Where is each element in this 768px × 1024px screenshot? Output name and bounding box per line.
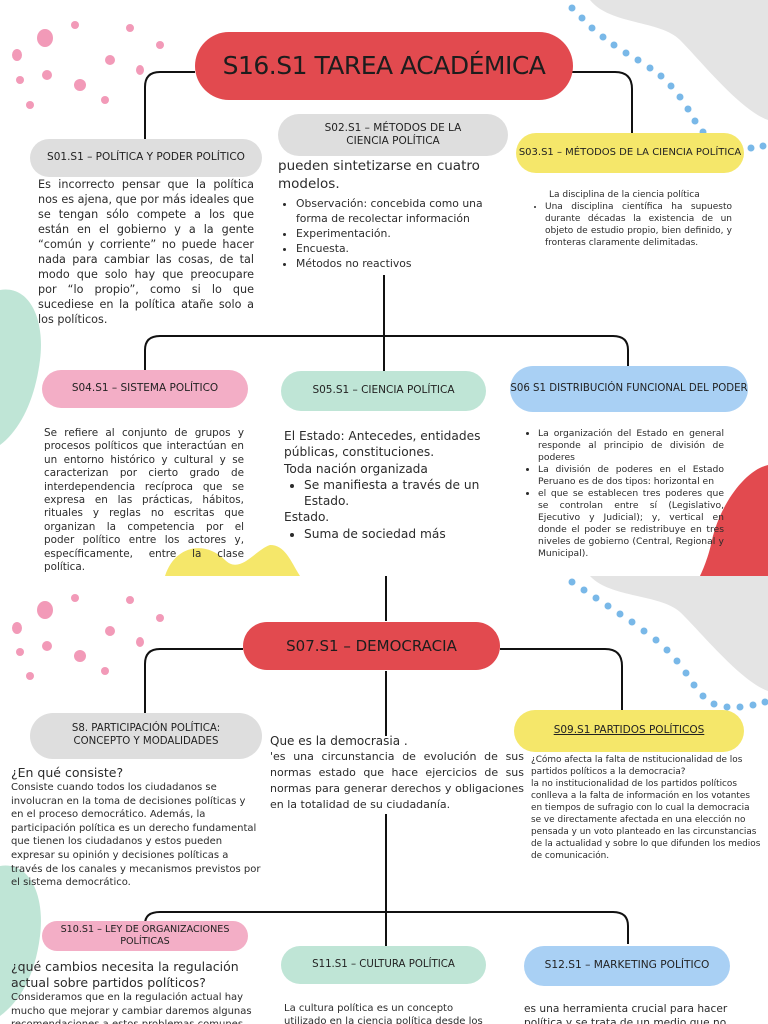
topic-s10-question: ¿qué cambios necesita la regulación actu…	[11, 959, 239, 990]
topic-s03-heading: La disciplina de la ciencia política	[549, 190, 700, 200]
topic-label-s05-text: S05.S1 – CIENCIA POLÍTICA	[312, 384, 455, 397]
topic-body-s01: Es incorrecto pensar que la política nos…	[38, 178, 254, 326]
topic-label-s05: S05.S1 – CIENCIA POLÍTICA	[281, 371, 486, 411]
topic-label-s09: S09.S1 PARTIDOS POLÍTICOS	[514, 710, 744, 752]
topic-s05-list2: Suma de sociedad más	[284, 526, 490, 542]
topic-label-s09-text: S09.S1 PARTIDOS POLÍTICOS	[553, 724, 705, 737]
list-item: Una disciplina científica ha supuesto du…	[545, 201, 732, 249]
topic-body-s09: ¿Cómo afecta la falta de nstitucionalida…	[531, 754, 762, 862]
topic-s05-line1: El Estado: Antecedes, entidades públicas…	[284, 429, 481, 460]
topic-label-s10-text: S10.S1 – LEY DE ORGANIZACIONES POLÍTICAS	[60, 924, 230, 947]
topic-label-s02-text: S02.S1 – MÉTODOS DE LA CIENCIA POLÍTICA	[324, 121, 462, 147]
decorative-background	[0, 576, 768, 1016]
topic-body-s04: Se refiere al conjunto de grupos y proce…	[44, 427, 244, 574]
topic-body-s11: La cultura política es un concepto utili…	[284, 1003, 483, 1024]
topic-label-s11: S11.S1 – CULTURA POLÍTICA	[281, 946, 486, 984]
topic-s05-line3: Estado.	[284, 510, 330, 525]
topic-body-s08: ¿En qué consiste? Consiste cuando todos …	[11, 765, 261, 890]
topic-s02-list: Observación: concebida como una forma de…	[278, 196, 488, 271]
topic-label-s11-text: S11.S1 – CULTURA POLÍTICA	[312, 958, 455, 970]
list-item: el que se establecen tres poderes que se…	[538, 488, 724, 560]
topic-s09-body: la no institucionalidad de los partidos …	[531, 779, 761, 861]
topic-label-s06-text: S06 S1 DISTRIBUCIÓN FUNCIONAL DEL PODER	[510, 382, 748, 394]
topic-body-s10: ¿qué cambios necesita la regulación actu…	[11, 959, 265, 1024]
democracia-question: Que es la democrasia .	[270, 734, 408, 748]
topic-label-s04: S04.S1 – SISTEMA POLÍTICO	[42, 370, 248, 408]
mind-map-panel-1: S16.S1 TAREA ACADÉMICA S01.S1 – POLÍTICA…	[0, 0, 768, 576]
topic-label-s04-text: S04.S1 – SISTEMA POLÍTICO	[71, 382, 219, 395]
topic-s05-line2: Toda nación organizada	[284, 461, 428, 476]
topic-label-s03: S03.S1 – MÉTODOS DE LA CIENCIA POLÍTICA	[516, 133, 744, 173]
topic-label-s12: S12.S1 – MARKETING POLÍTICO	[524, 946, 730, 986]
topic-label-s10: S10.S1 – LEY DE ORGANIZACIONES POLÍTICAS	[42, 921, 248, 951]
topic-s09-question: ¿Cómo afecta la falta de nstitucionalida…	[531, 755, 743, 777]
list-item: Experimentación.	[296, 226, 488, 241]
topic-label-s01: S01.S1 – POLÍTICA Y PODER POLÍTICO	[30, 139, 262, 177]
decorative-background	[0, 0, 768, 576]
topic-s05-list1: Se manifiesta a través de un Estado.	[284, 477, 490, 510]
list-item: Se manifiesta a través de un Estado.	[304, 477, 490, 510]
topic-label-s01-text: S01.S1 – POLÍTICA Y PODER POLÍTICO	[47, 151, 245, 164]
topic-label-s08: S8. PARTICIPACIÓN POLÍTICA: CONCEPTO Y M…	[30, 713, 262, 759]
mind-map-panel-2: S07.S1 – DEMOCRACIA S8. PARTICIPACIÓN PO…	[0, 576, 768, 1024]
page-title-text: S16.S1 TAREA ACADÉMICA	[222, 51, 546, 81]
topic-label-s03-text: S03.S1 – MÉTODOS DE LA CIENCIA POLÍTICA	[518, 146, 742, 158]
topic-body-s12: es una herramienta crucial para hacer po…	[524, 1003, 728, 1024]
topic-s06-list: La organización del Estado en general re…	[526, 428, 724, 560]
connector-lines	[144, 71, 633, 378]
topic-s10-body: Consideramos que en la regulación actual…	[11, 992, 252, 1024]
democracia-body: 'es una circunstancia de evolución de su…	[270, 750, 524, 811]
topic-label-s07-text: S07.S1 – DEMOCRACIA	[286, 636, 457, 655]
page-title: S16.S1 TAREA ACADÉMICA	[195, 32, 573, 100]
topic-label-s06: S06 S1 DISTRIBUCIÓN FUNCIONAL DEL PODER	[510, 366, 748, 412]
list-item: Métodos no reactivos	[296, 256, 488, 271]
topic-label-s08-text: S8. PARTICIPACIÓN POLÍTICA: CONCEPTO Y M…	[71, 723, 221, 747]
topic-body-s03: La disciplina de la ciencia política Una…	[534, 189, 732, 249]
topic-s03-list: Una disciplina científica ha supuesto du…	[534, 201, 732, 249]
list-item: Observación: concebida como una forma de…	[296, 196, 488, 226]
topic-label-s07: S07.S1 – DEMOCRACIA	[243, 622, 500, 670]
topic-s08-body: Consiste cuando todos los ciudadanos se …	[11, 782, 261, 889]
topic-body-s05: El Estado: Antecedes, entidades públicas…	[284, 428, 490, 542]
topic-body-s02: pueden sintetizarse en cuatro modelos. O…	[278, 157, 488, 271]
list-item: Suma de sociedad más	[304, 526, 490, 542]
list-item: Encuesta.	[296, 241, 488, 256]
topic-body-democracia: Que es la democrasia . 'es una circunsta…	[270, 734, 524, 813]
list-item: La división de poderes en el Estado Peru…	[538, 464, 724, 488]
topic-label-s12-text: S12.S1 – MARKETING POLÍTICO	[544, 959, 710, 972]
topic-s02-intro: pueden sintetizarse en cuatro modelos.	[278, 158, 480, 192]
topic-label-s02: S02.S1 – MÉTODOS DE LA CIENCIA POLÍTICA	[278, 114, 508, 156]
connector-lines	[144, 576, 629, 956]
topic-body-s06: La organización del Estado en general re…	[526, 428, 724, 560]
list-item: La organización del Estado en general re…	[538, 428, 724, 464]
topic-s08-question: ¿En qué consiste?	[11, 765, 124, 780]
